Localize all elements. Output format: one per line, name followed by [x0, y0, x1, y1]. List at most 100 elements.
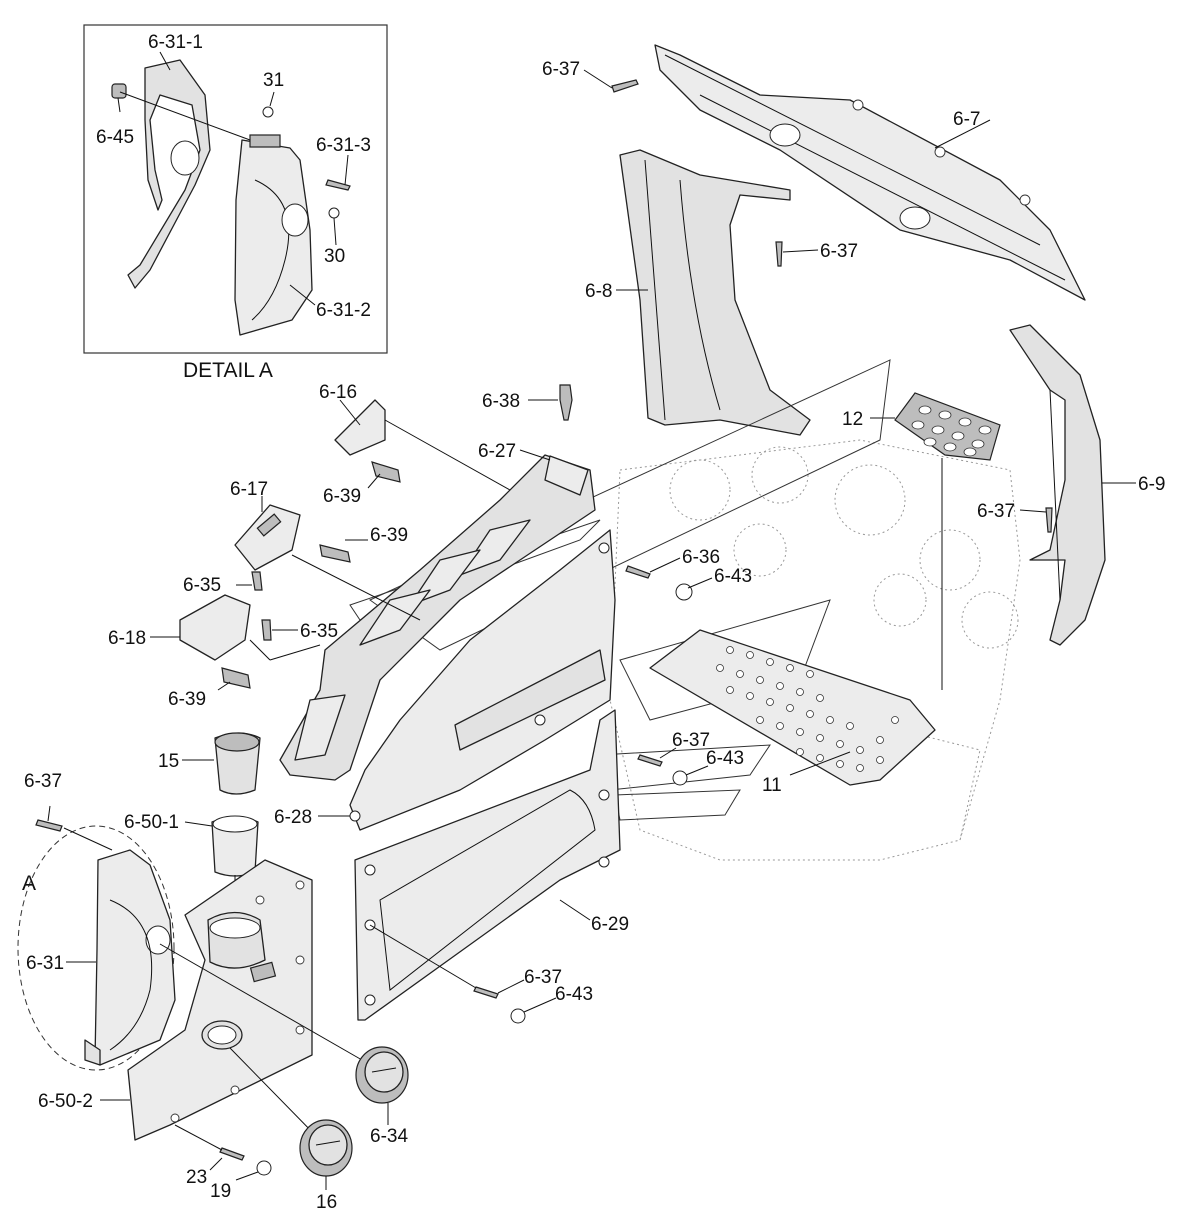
- detail-a-title: DETAIL A: [183, 359, 273, 382]
- callout-6-37-b: 6-37: [820, 241, 858, 262]
- detail-a-marker: A: [22, 872, 36, 895]
- callout-6-50-2: 6-50-2: [38, 1091, 93, 1112]
- part-6-17-group: 6-17 6-39 6-35: [183, 479, 421, 621]
- screw-6-37-top: [611, 79, 639, 93]
- callout-6-45: 6-45: [96, 127, 134, 148]
- part-6-17: [234, 504, 301, 571]
- callout-6-28: 6-28: [274, 807, 312, 828]
- detail-clip: [249, 134, 281, 148]
- part-23-19-group: 23 19: [174, 1124, 272, 1202]
- detail-nut-6-45: [111, 83, 127, 99]
- callout-6-39-b: 6-39: [370, 525, 408, 546]
- screw-6-37-e: [35, 819, 63, 832]
- plug-19: [256, 1160, 272, 1176]
- mat-11-holes: [716, 646, 899, 772]
- callout-6-16: 6-16: [319, 382, 357, 403]
- callout-6-37-d: 6-37: [672, 730, 710, 751]
- detail-part-6-31-2: [234, 139, 313, 336]
- callout-6-29: 6-29: [591, 914, 629, 935]
- detail-a-indicator: [17, 825, 175, 1071]
- screw-6-37-f: [473, 986, 499, 999]
- part-6-7-group: 6-37 6-7: [542, 44, 1086, 301]
- part-15-group: 15: [158, 732, 261, 795]
- callout-6-43-c: 6-43: [555, 984, 593, 1005]
- part-6-28: [349, 529, 616, 831]
- callout-6-31: 6-31: [26, 953, 64, 974]
- part-6-18: [179, 594, 251, 661]
- part-6-34-group: 6-34: [355, 1046, 409, 1147]
- callout-6-34: 6-34: [370, 1126, 408, 1147]
- callout-6-37-top: 6-37: [542, 59, 580, 80]
- callout-6-8: 6-8: [585, 281, 612, 302]
- screw-6-37-b: [775, 241, 783, 267]
- bolt-6-39-a: [371, 461, 401, 483]
- part-6-7: [654, 44, 1086, 301]
- bolt-6-39-b: [319, 544, 351, 563]
- part-6-50-2-group: 6-50-2: [38, 859, 313, 1141]
- detail-part-6-31-2-curve: [251, 179, 290, 321]
- callout-6-39-a: 6-39: [323, 486, 361, 507]
- callout-15: 15: [158, 751, 179, 772]
- part-6-29-group: 6-29 6-37 6-43: [354, 709, 629, 1024]
- plug-6-43-a: [675, 583, 693, 601]
- screw-23: [219, 1147, 245, 1161]
- callout-6-36: 6-36: [682, 547, 720, 568]
- callout-6-18: 6-18: [108, 628, 146, 649]
- screw-6-37-c: [1045, 507, 1053, 533]
- callout-6-37-e: 6-37: [24, 771, 62, 792]
- screw-6-38: [559, 384, 573, 421]
- callout-6-7: 6-7: [953, 109, 980, 130]
- callout-6-9: 6-9: [1138, 474, 1165, 495]
- part-6-9-group: 6-37 6-9: [977, 324, 1165, 646]
- callout-6-43-a: 6-43: [714, 566, 752, 587]
- plug-6-43-c: [510, 1008, 526, 1024]
- callout-6-38: 6-38: [482, 391, 520, 412]
- callout-16: 16: [316, 1192, 337, 1213]
- callout-19: 19: [210, 1181, 231, 1202]
- part-6-16-group: 6-16 6-39: [319, 382, 511, 507]
- part-6-29: [354, 709, 621, 1021]
- part-6-28-group: 6-28 6-36 6-43: [274, 529, 752, 831]
- callout-12: 12: [842, 409, 863, 430]
- part-11-group: 6-37 6-43 11: [637, 629, 936, 796]
- callout-6-27: 6-27: [478, 441, 516, 462]
- callout-31: 31: [263, 70, 284, 91]
- part-6-50-1-group: 6-50-1: [124, 812, 259, 905]
- callout-6-39-c: 6-39: [168, 689, 206, 710]
- callout-6-43-b: 6-43: [706, 748, 744, 769]
- part-6-8-group: 6-37 6-8: [585, 149, 858, 436]
- detail-clip-30: [328, 207, 340, 219]
- part-6-27-group: 6-38 6-27: [279, 384, 596, 781]
- callout-11: 11: [762, 775, 782, 796]
- part-6-31-group: 6-37 A 6-31: [17, 771, 363, 1141]
- detail-clip-31: [262, 106, 274, 118]
- screw-6-35-b: [261, 619, 272, 641]
- part-6-16: [334, 399, 386, 456]
- callout-6-50-1: 6-50-1: [124, 812, 179, 833]
- detail-knob-recess: [281, 203, 309, 237]
- screw-6-36: [625, 565, 651, 579]
- callout-6-31-2: 6-31-2: [316, 300, 371, 321]
- part-6-31: [94, 849, 176, 1066]
- part-6-50-2: [127, 859, 313, 1141]
- callout-6-37-c: 6-37: [977, 501, 1015, 522]
- callout-6-31-1: 6-31-1: [148, 32, 203, 53]
- screw-6-37-d: [637, 754, 663, 767]
- callout-6-37-f: 6-37: [524, 967, 562, 988]
- callout-30: 30: [324, 246, 345, 267]
- callout-6-35-a: 6-35: [183, 575, 221, 596]
- detail-a-group: 6-31-1 31 6-45 6-31-3 30 6-31-2 DETAIL A: [83, 24, 388, 382]
- callout-6-31-3: 6-31-3: [316, 135, 371, 156]
- plug-6-43-b: [672, 770, 688, 786]
- part-6-18-group: 6-18 6-35 6-39: [108, 594, 338, 710]
- callout-6-35-b: 6-35: [300, 621, 338, 642]
- detail-hole: [170, 140, 200, 176]
- part-6-8: [619, 149, 811, 436]
- callout-6-17: 6-17: [230, 479, 268, 500]
- detail-screw-6-31-3: [325, 179, 351, 191]
- screw-6-35-a: [251, 571, 263, 591]
- callout-23: 23: [186, 1167, 207, 1188]
- part-16-group: 16: [299, 1119, 353, 1213]
- part-12-group: 12: [842, 392, 1001, 690]
